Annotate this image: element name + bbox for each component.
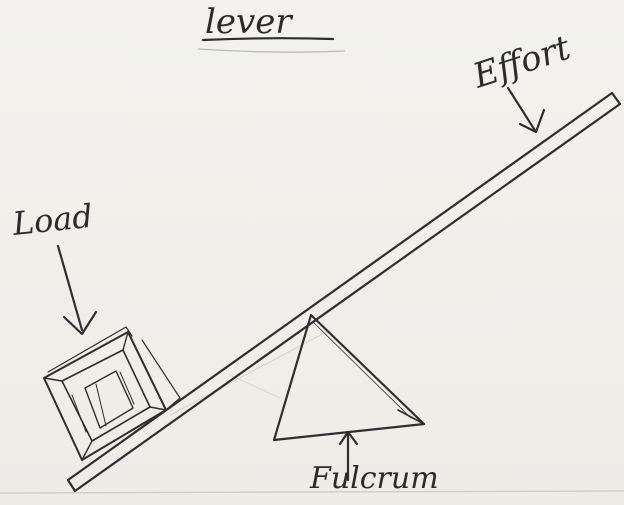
load-box — [44, 327, 180, 460]
effort-arrow — [508, 88, 544, 132]
title-underline-faint — [198, 49, 345, 52]
effort-label: Effort — [467, 28, 575, 97]
load-label: Load — [10, 197, 95, 243]
fulcrum-label: Fulcrum — [309, 461, 439, 496]
title-text: lever — [205, 2, 293, 42]
pencil-guide-line — [170, 330, 330, 415]
pencil-guide-line — [230, 375, 280, 398]
load-arrow — [58, 246, 96, 334]
lever-bar — [68, 93, 620, 491]
